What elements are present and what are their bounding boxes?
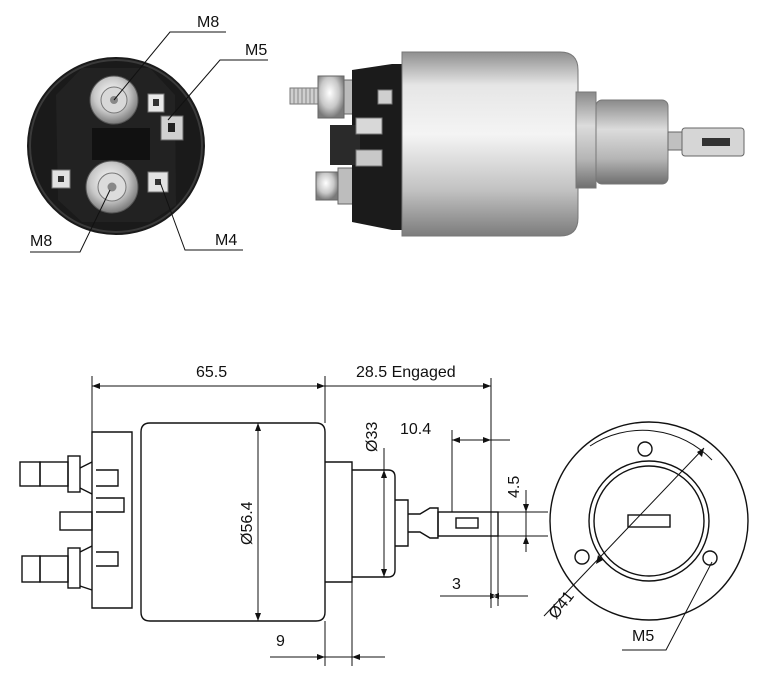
dim-body-diameter: Ø56.4 — [239, 501, 256, 545]
dim-flange-step: 9 — [276, 633, 285, 650]
label-m4: M4 — [215, 232, 237, 249]
dim-plunger-travel: 28.5 Engaged — [356, 364, 456, 381]
end-view-photo: M8 M5 M8 M4 — [27, 14, 268, 253]
solenoid-can — [401, 51, 579, 237]
leader-m8-bottom — [30, 189, 111, 253]
technical-side-drawing: 65.5 28.5 Engaged Ø56.4 Ø33 10.4 4.5 3 — [19, 364, 548, 666]
dim-boss-diameter: Ø33 — [364, 422, 381, 452]
label-m8-top: M8 — [197, 14, 219, 31]
leader-m5 — [167, 59, 268, 121]
dim-bolt-circle: Ø41 — [546, 588, 578, 622]
plunger-boss — [595, 99, 669, 185]
dim-body-length: 65.5 — [196, 364, 227, 381]
leader-m8-top — [113, 31, 226, 101]
m4-terminal — [51, 169, 169, 193]
drawing-body — [140, 422, 326, 622]
dim-eye-width: 4.5 — [506, 476, 523, 498]
side-view-photo — [289, 51, 745, 237]
m8-terminal-bottom — [85, 160, 139, 214]
front-body-circle — [549, 421, 749, 621]
leader-mount-thread — [622, 561, 713, 651]
label-m8-bottom: M8 — [30, 233, 52, 250]
dim-eye-offset: 10.4 — [400, 421, 431, 438]
label-m5: M5 — [245, 42, 267, 59]
technical-front-drawing: Ø41 M5 — [543, 421, 749, 651]
leader-m4 — [159, 181, 243, 251]
dim-eye-thickness: 3 — [452, 576, 461, 593]
black-cap — [352, 64, 405, 230]
dim-mount-thread: M5 — [632, 628, 654, 645]
